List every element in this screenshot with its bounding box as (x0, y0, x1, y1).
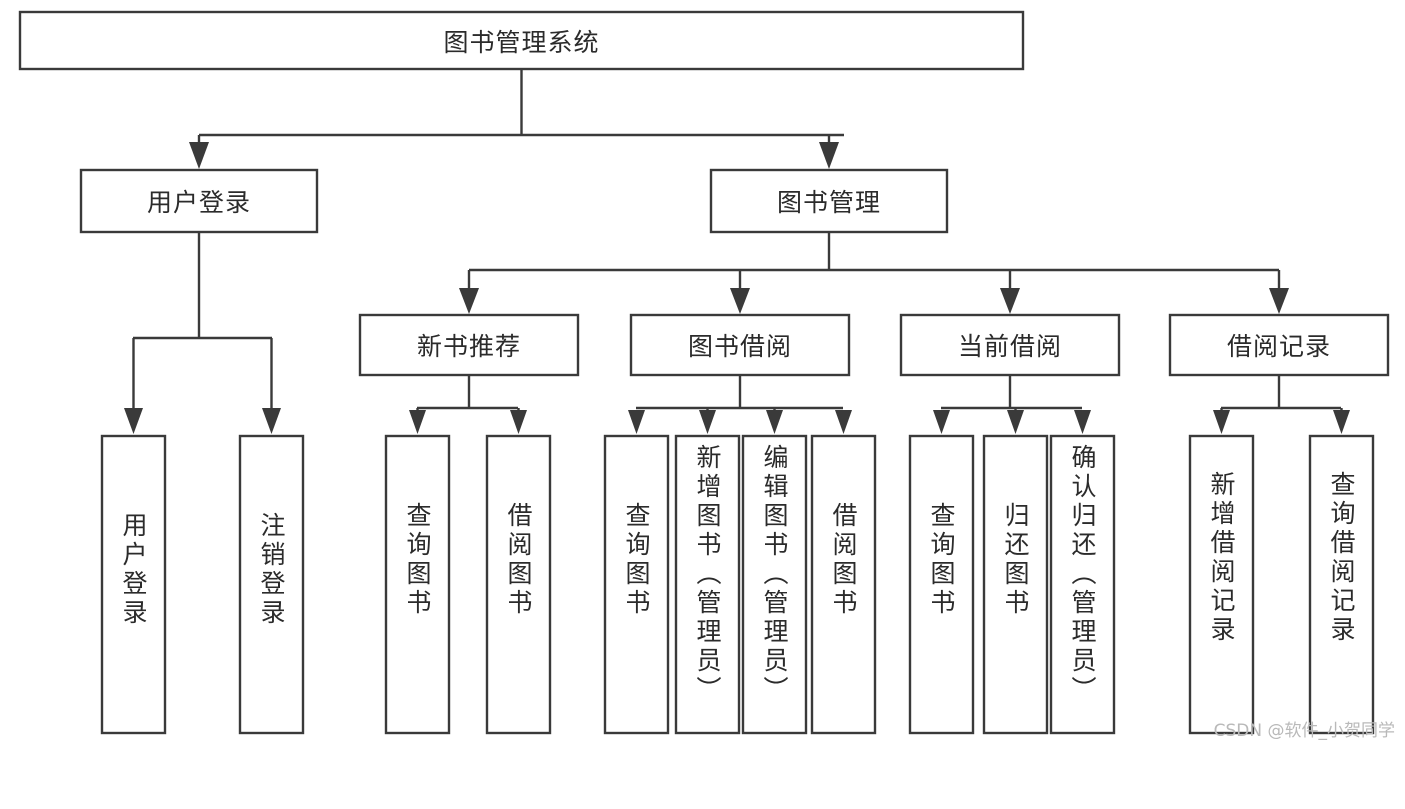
arrow-book-borrow (730, 288, 750, 314)
arrow-leaf-query-book-2 (628, 410, 645, 434)
node-new-book-recommend[interactable] (358, 313, 580, 377)
node-leaf-user-login[interactable] (100, 434, 167, 735)
arrow-leaf-user-logout (262, 408, 281, 434)
node-borrow-record[interactable] (1168, 313, 1390, 377)
arrow-leaf-return-book (1007, 410, 1024, 434)
watermark-text: CSDN @软件_小贺同学 (1213, 721, 1395, 741)
edges-root-to-level2 (189, 69, 844, 169)
node-book-borrow[interactable] (629, 313, 851, 377)
node-leaf-user-logout[interactable] (238, 434, 305, 735)
node-leaf-return-book[interactable] (982, 434, 1049, 735)
edges-book-manage-to-level3 (459, 232, 1289, 314)
edges-new-book-to-leaves (409, 375, 527, 434)
arrow-leaf-borrow-book-1 (510, 410, 527, 434)
arrow-book-manage (819, 142, 839, 169)
arrow-leaf-add-record (1213, 410, 1230, 434)
node-leaf-add-book[interactable] (674, 434, 741, 735)
node-leaf-borrow-book-1[interactable] (485, 434, 552, 735)
arrow-leaf-user-login (124, 408, 143, 434)
arrow-leaf-query-record (1333, 410, 1350, 434)
node-leaf-query-record[interactable] (1308, 434, 1375, 735)
node-leaf-borrow-book-2[interactable] (810, 434, 877, 735)
arrow-leaf-add-book (699, 410, 716, 434)
node-leaf-edit-book[interactable] (741, 434, 808, 735)
node-leaf-query-book-3[interactable] (908, 434, 975, 735)
flowchart-svg (18, 10, 1390, 735)
edges-user-login-to-leaves (124, 232, 281, 434)
arrow-leaf-edit-book (766, 410, 783, 434)
edges-book-borrow-to-leaves (628, 375, 852, 434)
node-current-borrow[interactable] (899, 313, 1121, 377)
flowchart-diagram: 图书管理系统 用户登录 图书管理 新书推荐 图书借阅 当前借阅 借阅记录 用户登… (18, 10, 1395, 741)
arrow-leaf-borrow-book-2 (835, 410, 852, 434)
arrow-leaf-query-book-3 (933, 410, 950, 434)
edges-current-borrow-to-leaves (933, 375, 1091, 434)
node-leaf-query-book-2[interactable] (603, 434, 670, 735)
arrow-current-borrow (1000, 288, 1020, 314)
node-leaf-query-book-1[interactable] (384, 434, 451, 735)
node-root[interactable] (18, 10, 1025, 71)
arrow-leaf-query-book-1 (409, 410, 426, 434)
arrow-new-book-recommend (459, 288, 479, 314)
node-book-manage[interactable] (709, 168, 949, 234)
arrow-leaf-confirm-return (1074, 410, 1091, 434)
edges-borrow-record-to-leaves (1213, 375, 1350, 434)
arrow-user-login (189, 142, 209, 169)
arrow-borrow-record (1269, 288, 1289, 314)
node-leaf-confirm-return[interactable] (1049, 434, 1116, 735)
node-leaf-add-record[interactable] (1188, 434, 1255, 735)
node-user-login[interactable] (79, 168, 319, 234)
